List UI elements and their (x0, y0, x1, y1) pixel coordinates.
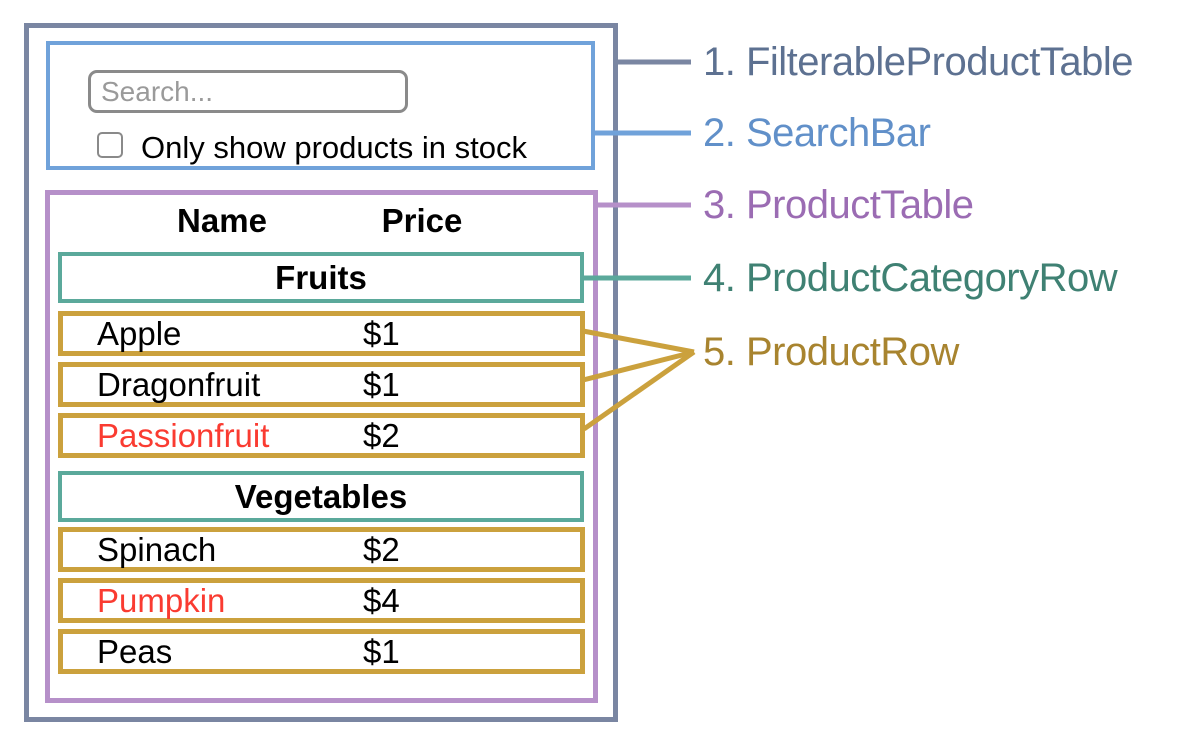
product-price: $1 (363, 632, 400, 670)
legend-item-filterable-product-table: 1. FilterableProductTable (703, 40, 1133, 84)
product-row-peas: Peas $1 (58, 629, 585, 674)
product-table-box (45, 190, 598, 703)
product-name: Apple (97, 314, 182, 352)
column-header-name: Name (177, 202, 267, 239)
in-stock-checkbox-label: Only show products in stock (141, 130, 527, 165)
product-row-spinach: Spinach $2 (58, 527, 585, 572)
product-row-apple: Apple $1 (58, 311, 585, 356)
product-name: Passionfruit (97, 416, 270, 454)
column-header-price: Price (381, 202, 463, 239)
in-stock-checkbox[interactable] (97, 132, 123, 158)
product-price: $1 (363, 365, 400, 403)
product-price: $2 (363, 416, 400, 454)
product-category-row-fruits: Fruits (58, 252, 584, 303)
product-name: Peas (97, 632, 173, 670)
product-price: $1 (363, 314, 400, 352)
product-name: Spinach (97, 530, 217, 568)
category-label: Vegetables (234, 477, 408, 515)
legend-item-product-table: 3. ProductTable (703, 183, 974, 227)
search-input[interactable] (88, 70, 408, 113)
product-price: $2 (363, 530, 400, 568)
product-price: $4 (363, 581, 400, 619)
product-name: Pumpkin (97, 581, 226, 619)
product-row-passionfruit: Passionfruit $2 (58, 413, 585, 458)
legend-item-product-category-row: 4. ProductCategoryRow (703, 256, 1118, 300)
category-label: Fruits (275, 258, 367, 296)
legend-item-search-bar: 2. SearchBar (703, 111, 931, 155)
product-name: Dragonfruit (97, 365, 261, 403)
search-bar-box (46, 41, 595, 170)
product-row-pumpkin: Pumpkin $4 (58, 578, 585, 623)
product-category-row-vegetables: Vegetables (58, 471, 584, 522)
legend-item-product-row: 5. ProductRow (703, 330, 959, 374)
product-row-dragonfruit: Dragonfruit $1 (58, 362, 585, 407)
